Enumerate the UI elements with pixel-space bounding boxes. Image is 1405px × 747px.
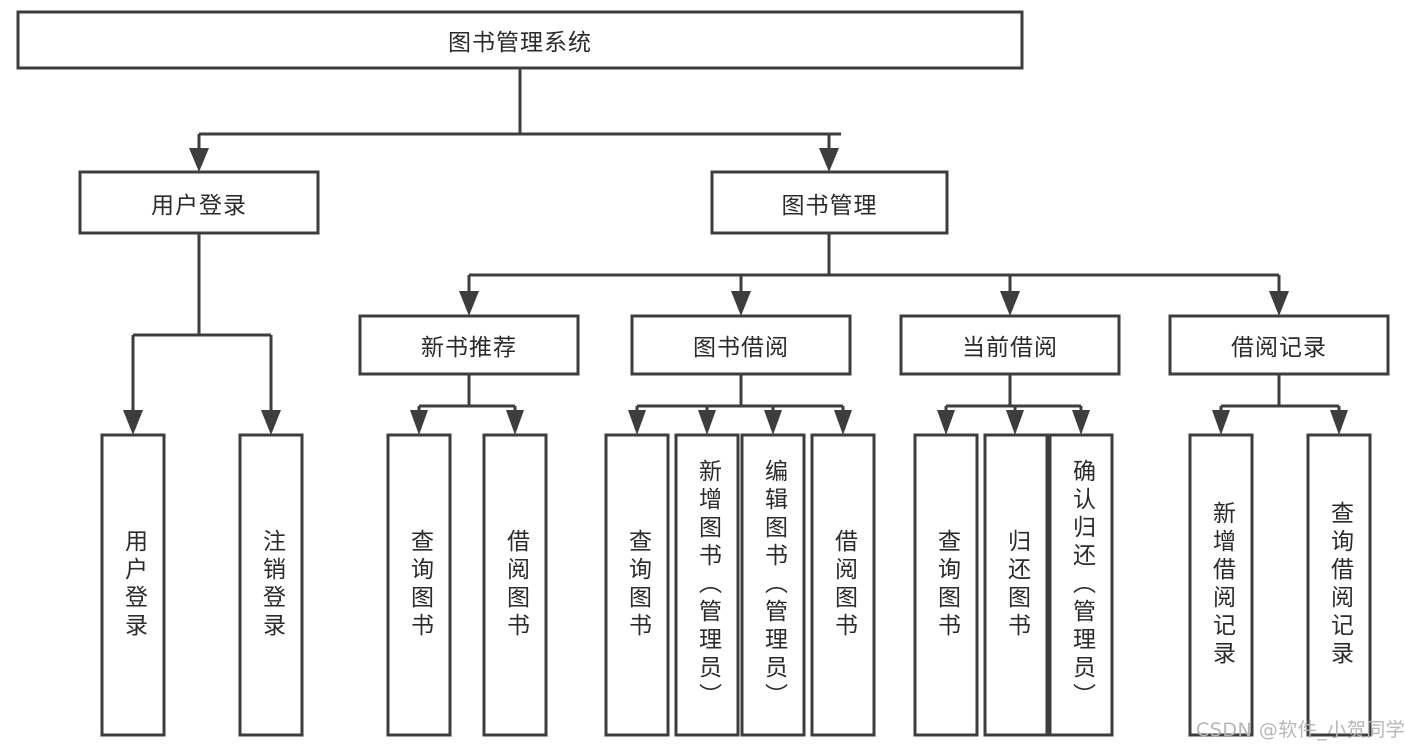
node-box-root[interactable] bbox=[16, 10, 1024, 70]
arrow-head-current-borrow bbox=[1000, 291, 1020, 316]
node-box-leaf-user-login[interactable] bbox=[100, 433, 166, 737]
node-box-leaf-return-book[interactable] bbox=[983, 433, 1049, 737]
arrow-head-leaf-borrow-book-2 bbox=[834, 410, 852, 435]
node-box-leaf-query-book-2[interactable] bbox=[604, 433, 670, 737]
node-box-leaf-borrow-book-1[interactable] bbox=[482, 433, 548, 737]
arrow-head-leaf-confirm-return bbox=[1072, 410, 1090, 435]
arrow-head-leaf-borrow-book-1 bbox=[506, 410, 524, 435]
node-box-leaf-add-book[interactable] bbox=[674, 433, 740, 737]
node-box-leaf-borrow-book-2[interactable] bbox=[810, 433, 876, 737]
arrow-head-leaf-add-record bbox=[1212, 410, 1230, 435]
edge-group-borrow-record bbox=[1212, 374, 1348, 435]
node-box-leaf-edit-book[interactable] bbox=[740, 433, 806, 737]
arrow-head-leaf-query-record bbox=[1330, 410, 1348, 435]
edge-group-book-manage bbox=[459, 233, 1289, 316]
edge-group-current-borrow bbox=[937, 374, 1090, 435]
arrow-head-leaf-query-book-2 bbox=[628, 410, 646, 435]
arrow-head-borrow-record bbox=[1269, 291, 1289, 316]
node-box-leaf-confirm-return[interactable] bbox=[1048, 433, 1114, 737]
node-box-leaf-query-record[interactable] bbox=[1306, 433, 1372, 737]
node-box-book-borrow[interactable] bbox=[630, 314, 852, 376]
arrow-head-leaf-user-login bbox=[123, 410, 143, 435]
edge-group-book-borrow bbox=[628, 374, 852, 435]
arrow-head-book-borrow bbox=[731, 291, 751, 316]
arrow-head-book-manage bbox=[819, 148, 839, 172]
arrow-head-leaf-user-logout bbox=[261, 410, 281, 435]
edge-group-user-login bbox=[123, 233, 281, 435]
arrow-head-user-login bbox=[189, 148, 209, 172]
node-box-leaf-add-record[interactable] bbox=[1188, 433, 1254, 737]
arrow-head-leaf-add-book bbox=[698, 410, 716, 435]
edge-group-new-book-recommend bbox=[410, 374, 524, 435]
arrow-head-new-book-recommend bbox=[459, 291, 479, 316]
node-box-leaf-user-logout[interactable] bbox=[238, 433, 304, 737]
node-box-borrow-record[interactable] bbox=[1168, 314, 1390, 376]
node-box-user-login[interactable] bbox=[78, 170, 320, 235]
node-box-leaf-query-book-1[interactable] bbox=[386, 433, 452, 737]
arrow-head-leaf-edit-book bbox=[764, 410, 782, 435]
arrow-head-leaf-query-book-1 bbox=[410, 410, 428, 435]
node-box-new-book-recommend[interactable] bbox=[358, 314, 580, 376]
node-box-current-borrow[interactable] bbox=[899, 314, 1121, 376]
arrow-head-leaf-query-book-3 bbox=[937, 410, 955, 435]
arrow-head-leaf-return-book bbox=[1006, 410, 1024, 435]
node-box-leaf-query-book-3[interactable] bbox=[913, 433, 979, 737]
node-box-book-manage[interactable] bbox=[710, 170, 949, 235]
edge-group-root bbox=[189, 68, 841, 172]
